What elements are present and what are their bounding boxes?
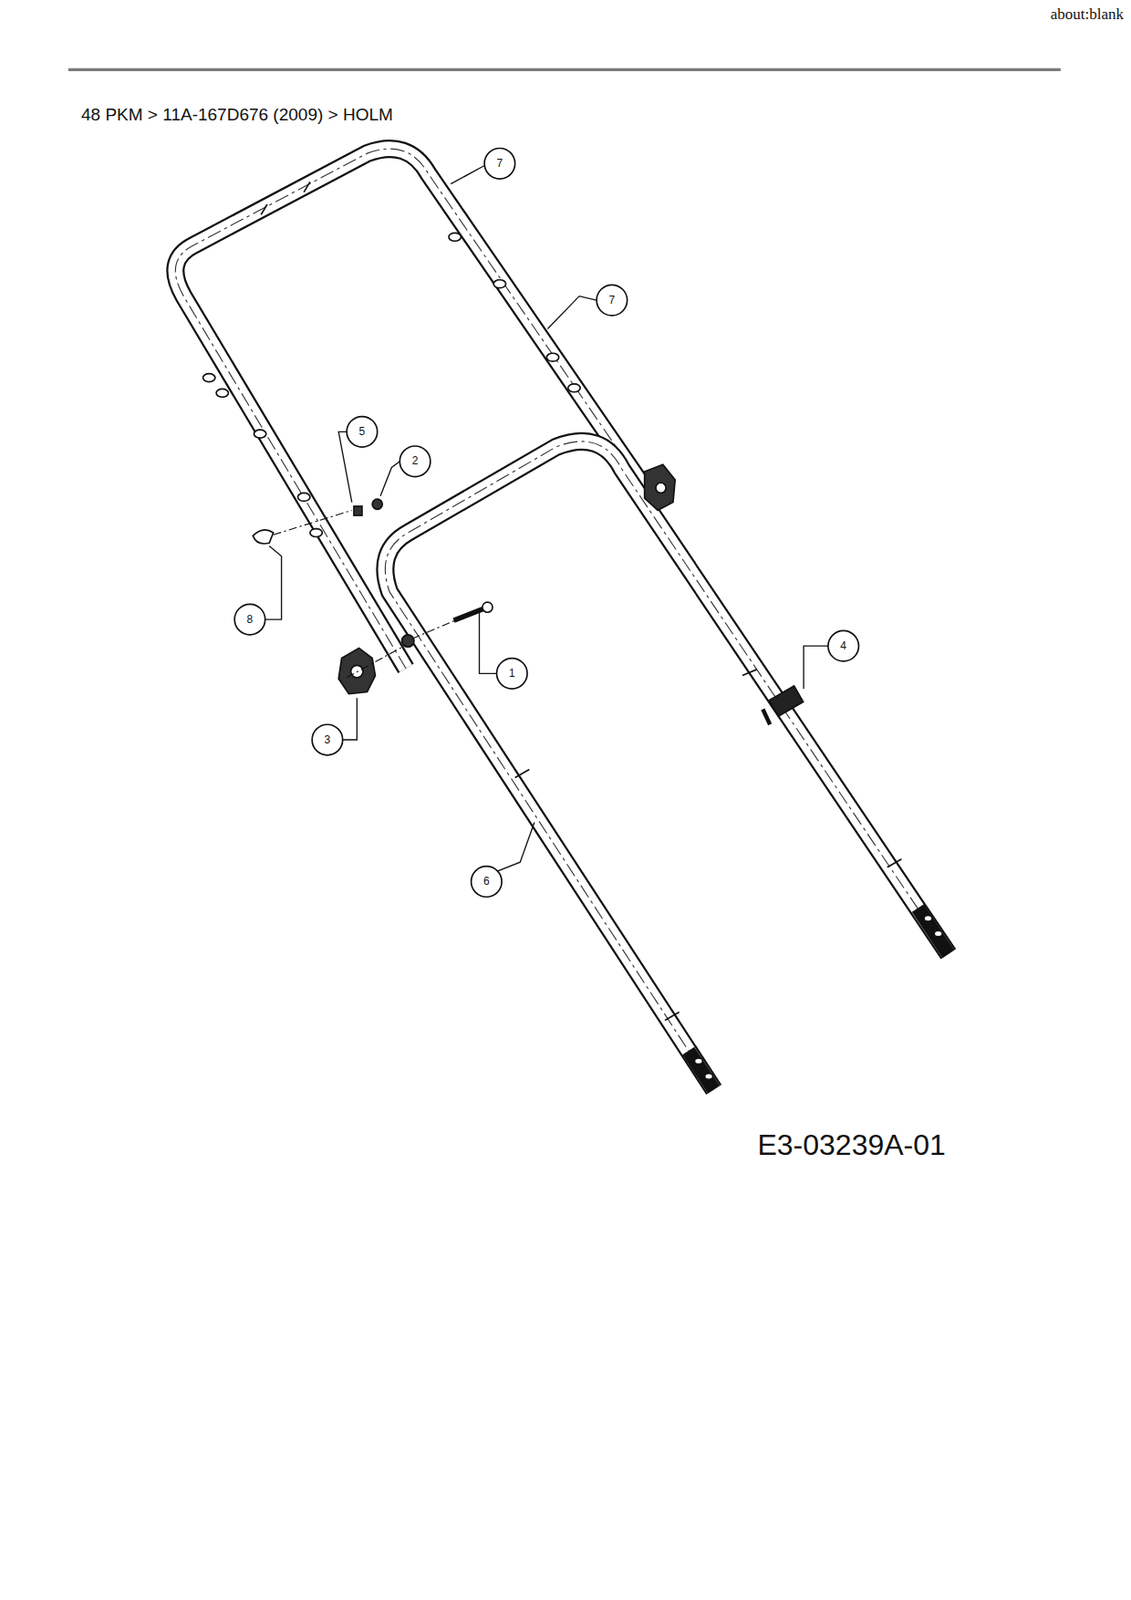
callout-number: 1 — [508, 667, 516, 679]
drawing-number: E3-03239A-01 — [757, 1130, 945, 1160]
callout-number: 8 — [247, 613, 254, 625]
tube-grommets — [203, 232, 944, 1080]
callout-number: 6 — [483, 875, 490, 887]
leader-lines — [265, 166, 829, 882]
header-rule — [68, 68, 1061, 72]
tube-joints — [260, 181, 902, 1020]
hardware — [252, 464, 803, 725]
callout-number: 2 — [412, 455, 419, 467]
callout-circles — [234, 148, 859, 898]
assembly-lines — [273, 509, 456, 677]
browser-url: about:blank — [1050, 6, 1124, 22]
callout-number: 5 — [359, 425, 366, 437]
handle-tubes — [175, 148, 949, 1090]
callout-number: 7 — [497, 157, 504, 169]
breadcrumb-title: 48 PKM > 11A-167D676 (2009) > HOLM — [81, 105, 394, 124]
callout-number: 3 — [324, 734, 332, 746]
callout-number: 4 — [840, 640, 847, 652]
callout-number: 7 — [609, 294, 616, 306]
